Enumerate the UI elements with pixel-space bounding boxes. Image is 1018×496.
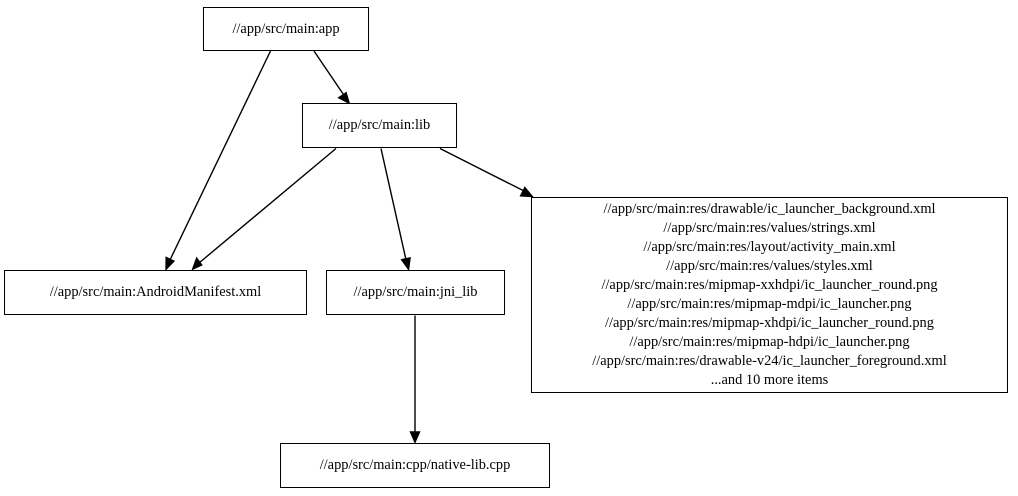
edge-app-to-androidmanifest	[165, 50, 272, 272]
node-lib-label: //app/src/main:lib	[328, 117, 431, 134]
node-android-manifest-label: //app/src/main:AndroidManifest.xml	[49, 284, 262, 301]
node-app-label: //app/src/main:app	[232, 20, 340, 37]
edge-jni-lib-to-native-lib-cpp	[409, 315, 421, 445]
node-res-group[interactable]: //app/src/main:res/drawable/ic_launcher_…	[531, 197, 1008, 393]
node-android-manifest[interactable]: //app/src/main:AndroidManifest.xml	[4, 270, 307, 315]
node-jni-lib-label: //app/src/main:jni_lib	[353, 284, 478, 301]
edge-lib-to-androidmanifest	[191, 147, 337, 271]
node-native-lib-cpp-label: //app/src/main:cpp/native-lib.cpp	[319, 457, 511, 474]
edge-lib-to-res-group	[439, 147, 534, 198]
node-app[interactable]: //app/src/main:app	[203, 7, 369, 51]
node-lib[interactable]: //app/src/main:lib	[302, 103, 457, 148]
edge-lib-to-jni-lib	[380, 148, 411, 272]
node-native-lib-cpp[interactable]: //app/src/main:cpp/native-lib.cpp	[280, 443, 550, 488]
node-jni-lib[interactable]: //app/src/main:jni_lib	[326, 270, 505, 315]
edge-app-to-lib	[313, 50, 351, 105]
node-res-group-label: //app/src/main:res/drawable/ic_launcher_…	[592, 201, 947, 388]
